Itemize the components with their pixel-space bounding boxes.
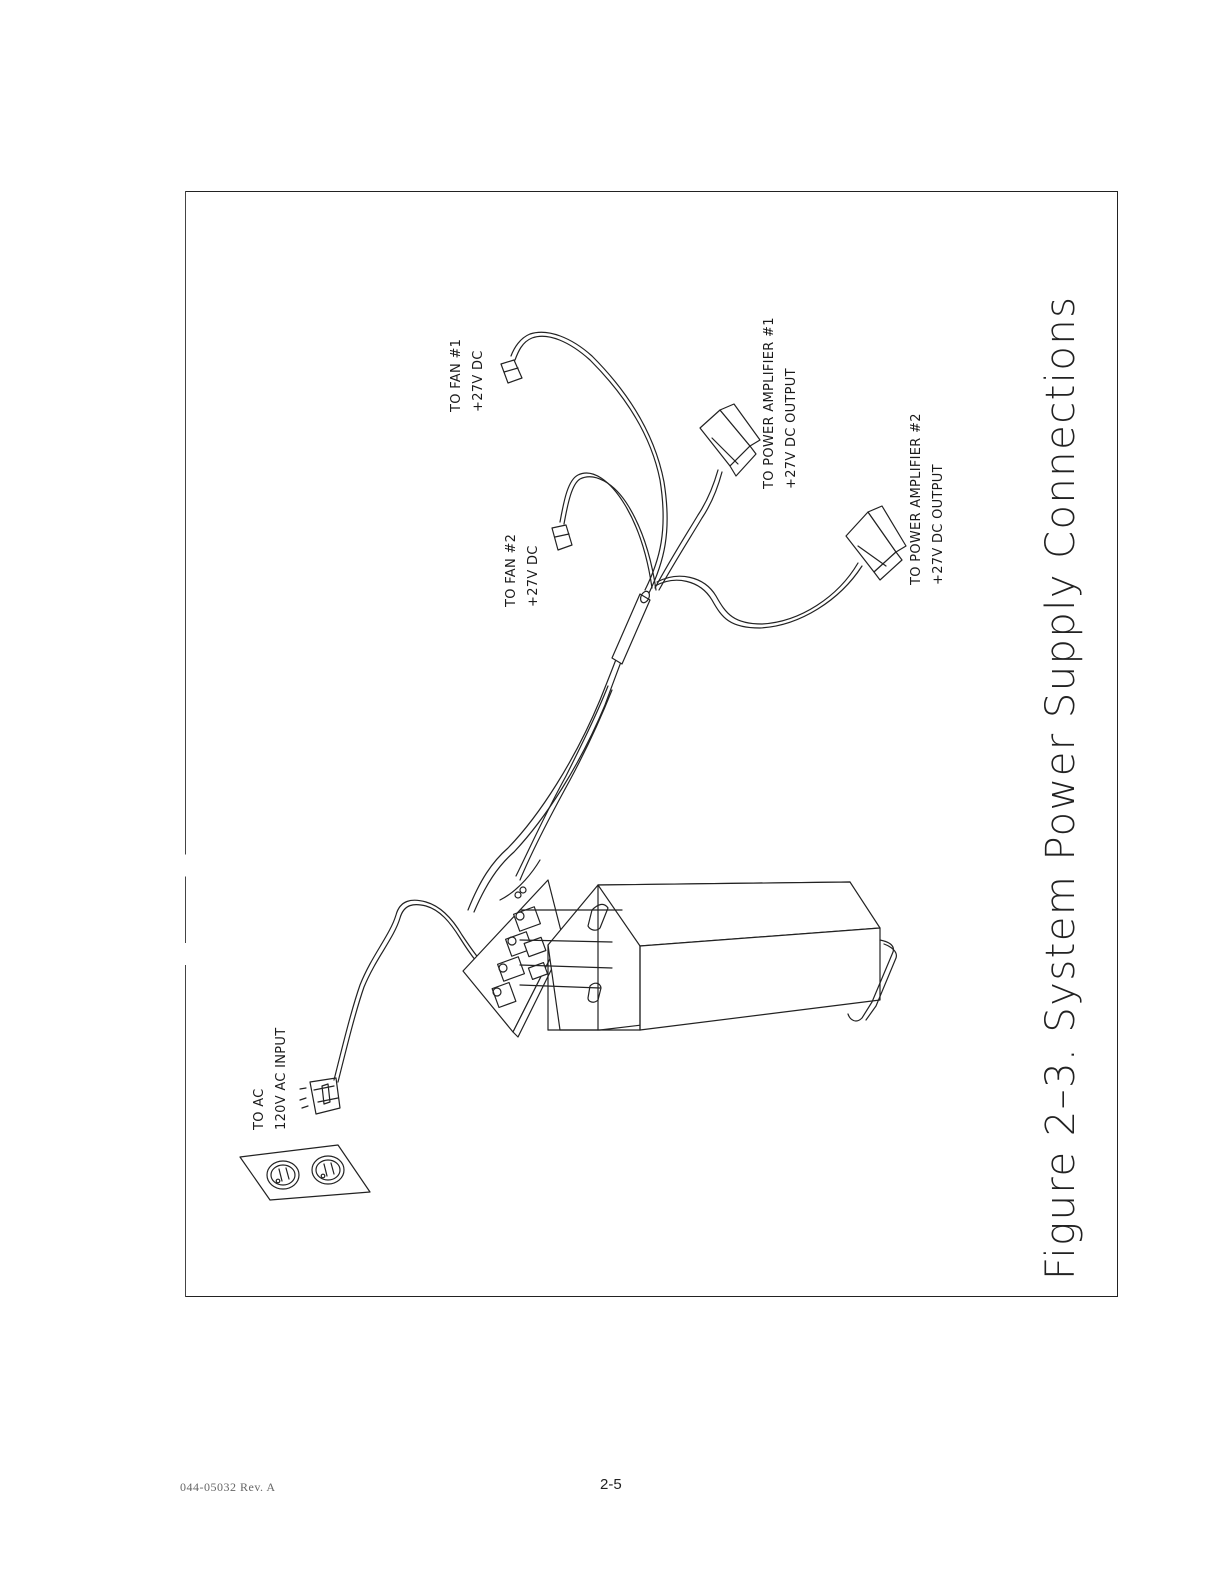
ac-cord <box>334 900 500 1082</box>
figure-caption: Figure 2–3. System Power Supply Connecti… <box>1038 295 1084 1280</box>
label-fan1-line2: +27V DC <box>471 350 486 412</box>
fan1-connector <box>501 360 522 383</box>
label-amp2: TO POWER AMPLIFIER #2 +27V DC OUTPUT <box>909 413 946 586</box>
label-amp1-line2: +27V DC OUTPUT <box>784 368 799 489</box>
label-fan1-line1: TO FAN #1 <box>449 339 464 413</box>
amp1-connector <box>700 404 760 476</box>
label-amp1-line1: TO POWER AMPLIFIER #1 <box>762 317 777 490</box>
main-harness <box>468 635 630 912</box>
label-ac: TO AC 120V AC INPUT <box>252 1028 289 1131</box>
label-amp2-line1: TO POWER AMPLIFIER #2 <box>909 413 924 586</box>
page-number: 2-5 <box>600 1476 622 1493</box>
label-fan1: TO FAN #1 +27V DC <box>449 339 486 413</box>
label-fan2: TO FAN #2 +27V DC <box>504 534 541 608</box>
wall-outlet <box>240 1145 370 1200</box>
amp2-cable <box>655 563 862 628</box>
document-number: 044-05032 Rev. A <box>180 1480 276 1495</box>
label-amp1: TO POWER AMPLIFIER #1 +27V DC OUTPUT <box>762 317 799 490</box>
power-supply-unit <box>520 882 896 1030</box>
ac-plug <box>300 1078 340 1114</box>
label-ac-line2: 120V AC INPUT <box>274 1028 289 1130</box>
label-fan2-line2: +27V DC <box>526 545 541 607</box>
fan2-cable <box>560 473 656 590</box>
label-fan2-line1: TO FAN #2 <box>504 534 519 608</box>
label-ac-line1: TO AC <box>252 1088 267 1131</box>
fan2-connector <box>552 525 572 550</box>
harness-sleeve <box>612 590 651 664</box>
figure-caption-text: Figure 2–3. System Power Supply Connecti… <box>1038 295 1084 1280</box>
label-amp2-line2: +27V DC OUTPUT <box>931 464 946 585</box>
